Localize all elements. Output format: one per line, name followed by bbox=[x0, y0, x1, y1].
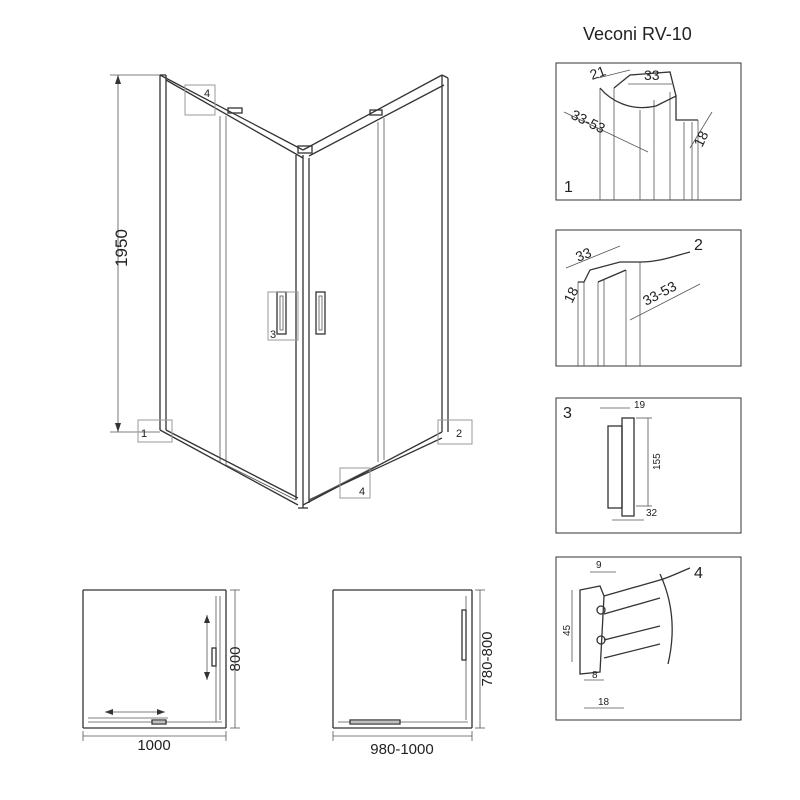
detail-4-number: 4 bbox=[694, 565, 703, 582]
detail-2-dim-33: 33 bbox=[573, 244, 594, 265]
plan-2-depth-label: 780-800 bbox=[479, 631, 496, 686]
detail-3-dim-155: 155 bbox=[652, 453, 663, 470]
callout-3-handle: 3 bbox=[270, 329, 276, 341]
detail-4-dim-45: 45 bbox=[562, 624, 573, 636]
detail-1: 1 21 33 33-53 18 bbox=[555, 62, 742, 201]
callout-1-left-bottom: 1 bbox=[141, 428, 147, 440]
height-dimension-label: 1950 bbox=[112, 229, 131, 267]
detail-4-dim-18: 18 bbox=[598, 697, 610, 708]
detail-1-dim-33: 33 bbox=[644, 67, 660, 83]
detail-1-number: 1 bbox=[564, 179, 573, 196]
plan-view-1: 800 1000 bbox=[82, 589, 244, 754]
detail-4-dim-9: 9 bbox=[596, 560, 602, 571]
shower-enclosure-3d-view: 1950 bbox=[110, 74, 473, 509]
product-title: Veconi RV-10 bbox=[583, 24, 692, 44]
detail-3-dim-32: 32 bbox=[646, 508, 658, 519]
detail-1-dim-21: 21 bbox=[588, 62, 608, 82]
detail-3-number: 3 bbox=[563, 405, 572, 422]
callout-2-right-bottom: 2 bbox=[456, 428, 462, 440]
detail-2: 2 33 18 33-53 bbox=[555, 229, 742, 367]
detail-4-dim-8: 8 bbox=[592, 670, 598, 681]
detail-2-number: 2 bbox=[694, 237, 703, 254]
detail-3-dim-19: 19 bbox=[634, 400, 646, 411]
plan-view-2: 780-800 980-1000 bbox=[332, 589, 496, 758]
plan-1-depth-label: 800 bbox=[227, 646, 244, 671]
detail-3-handle: 3 19 155 32 bbox=[555, 397, 742, 534]
detail-2-dim-18: 18 bbox=[560, 284, 581, 305]
plan-1-width-label: 1000 bbox=[137, 737, 170, 754]
detail-4-roller: 4 9 45 8 18 bbox=[555, 556, 742, 721]
detail-1-dim-18: 18 bbox=[690, 128, 711, 149]
callout-4-top: 4 bbox=[204, 88, 210, 100]
plan-2-width-label: 980-1000 bbox=[370, 741, 433, 758]
callout-4-bottom: 4 bbox=[359, 486, 365, 498]
